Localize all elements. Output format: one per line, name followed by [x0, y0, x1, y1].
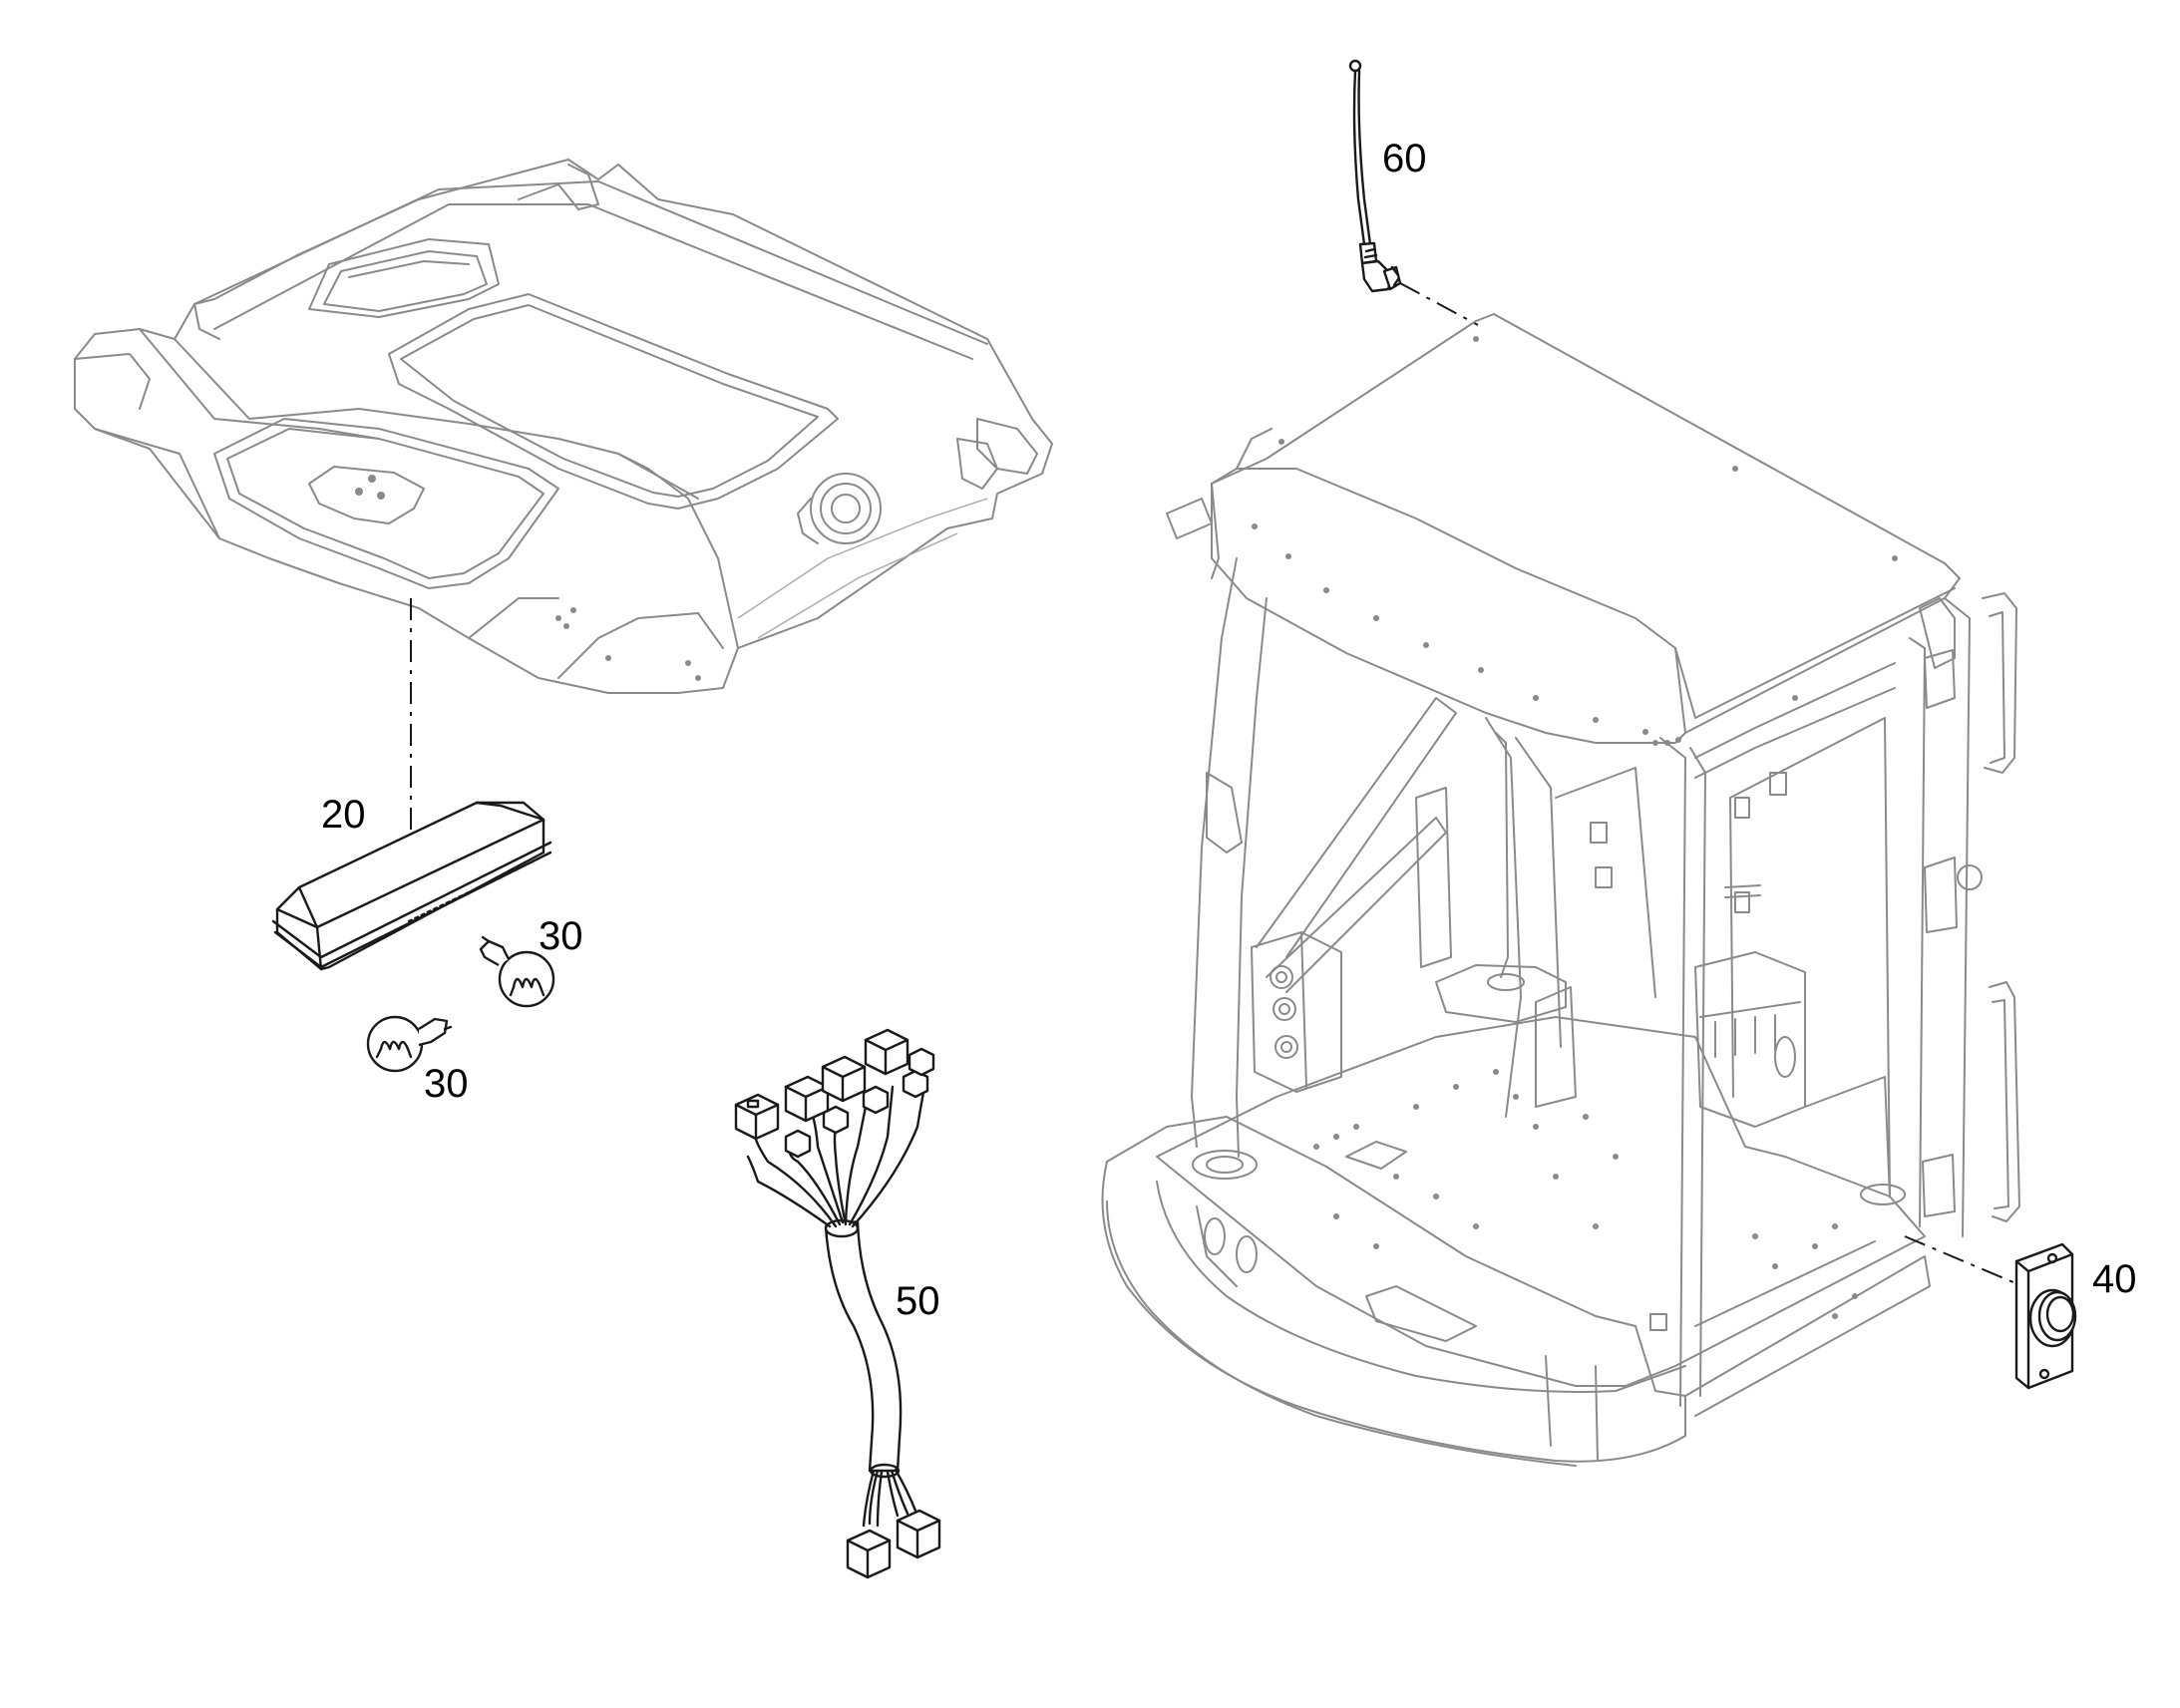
leader-line-40 [1904, 1235, 2035, 1292]
roof-liner-panel [74, 159, 1053, 694]
callout-30-upper: 30 [539, 914, 583, 958]
cab-frame [1101, 313, 2020, 1467]
callout-20: 20 [321, 793, 366, 837]
wiring-harness [734, 1028, 941, 1579]
bulb-icon [366, 1015, 453, 1073]
antenna-icon [1348, 59, 1402, 293]
callout-60: 60 [1382, 137, 1427, 180]
callout-40: 40 [2092, 1257, 2137, 1301]
callout-30-lower: 30 [424, 1062, 469, 1106]
bulb-icon [479, 935, 555, 1008]
callout-50: 50 [896, 1279, 940, 1323]
leader-line-60 [1399, 282, 1479, 326]
interior-lamp-housing [271, 801, 552, 971]
push-switch-icon [2014, 1242, 2077, 1390]
